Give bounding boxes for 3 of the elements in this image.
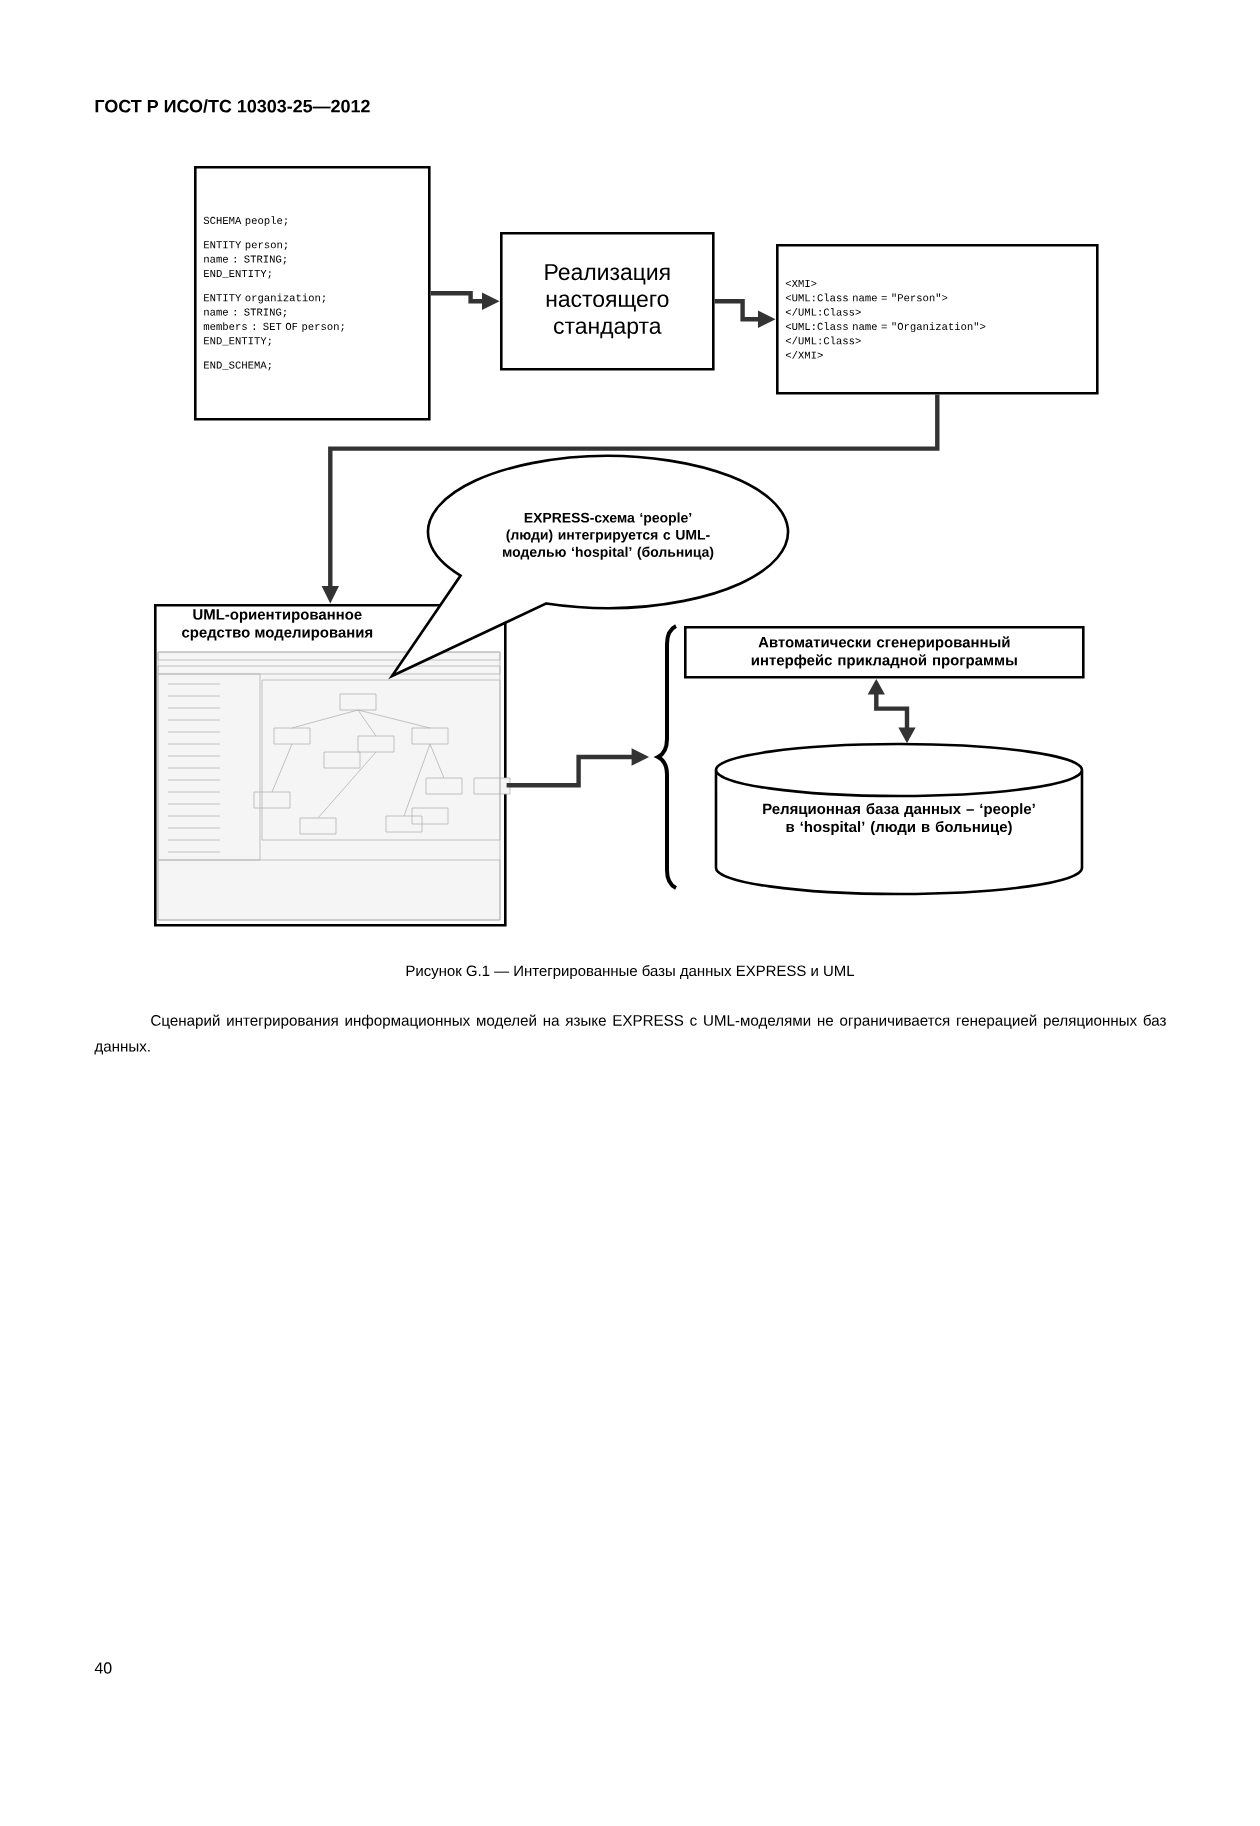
brace (656, 624, 678, 890)
process-box: Реализация настоящего стандарта (500, 232, 715, 371)
page-header: ГОСТ Р ИСО/ТС 10303-25—2012 (95, 99, 370, 113)
